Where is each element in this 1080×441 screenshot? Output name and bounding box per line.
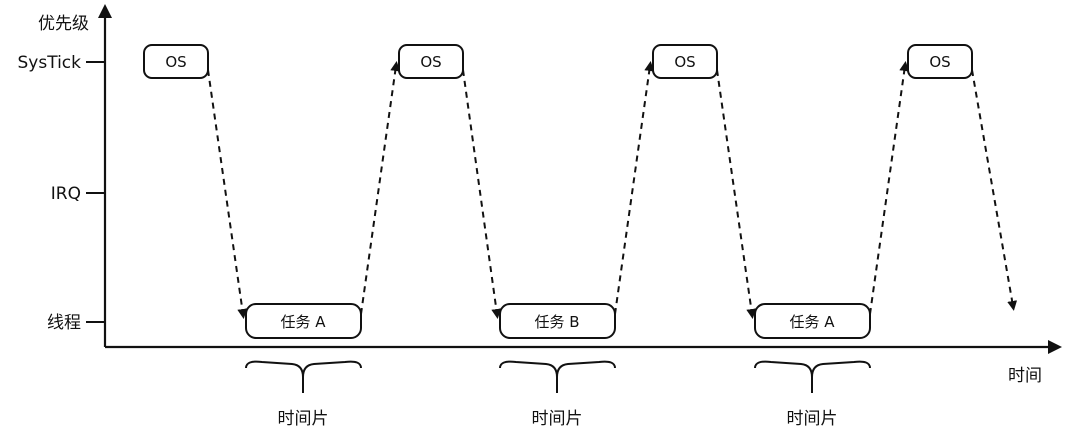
task-box-label: 任务 A (789, 313, 835, 331)
transition-arrow (614, 61, 655, 315)
task-box (754, 303, 871, 339)
task-box-label: 任务 B (534, 313, 579, 331)
os-box-label: OS (929, 53, 950, 71)
task-box-label: 任务 A (280, 313, 326, 331)
y-axis-arrow-icon (98, 4, 112, 18)
level-label-thread: 线程 (47, 313, 81, 333)
transition-arrow (360, 61, 401, 315)
transition-arrow (971, 69, 1018, 311)
os-box (143, 44, 209, 79)
task-box (499, 303, 616, 339)
y-axis-title: 优先级 (38, 14, 89, 34)
time-slice-label: 时间片 (532, 409, 583, 429)
os-box-label: OS (674, 53, 695, 71)
transition-arrow (869, 61, 910, 315)
x-axis-title: 时间 (1008, 366, 1042, 386)
time-slice-brace (499, 360, 616, 393)
time-slice-brace (754, 360, 871, 393)
os-box-label: OS (420, 53, 441, 71)
level-label-irq: IRQ (51, 184, 81, 204)
task-box (245, 303, 362, 339)
x-axis-arrow-icon (1048, 340, 1062, 354)
transition-arrow (716, 69, 757, 319)
transition-arrow (207, 69, 248, 319)
time-slice-label: 时间片 (278, 409, 329, 429)
os-box-label: OS (165, 53, 186, 71)
level-label-systick: SysTick (18, 53, 82, 73)
transition-arrow (462, 69, 502, 319)
time-slice-brace (245, 360, 362, 393)
time-slice-label: 时间片 (787, 409, 838, 429)
